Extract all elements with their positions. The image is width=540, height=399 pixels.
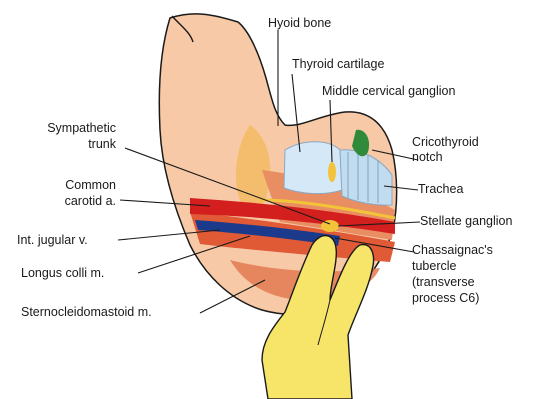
- label-trachea: Trachea: [418, 182, 463, 197]
- label-common-carotid-2: carotid a.: [65, 194, 116, 209]
- label-sternocleidomastoid: Sternocleidomastoid m.: [21, 305, 152, 320]
- label-chassaignac-3: (transverse: [412, 275, 475, 290]
- label-chassaignac-1: Chassaignac's: [412, 243, 493, 258]
- label-cricothyroid-2: notch: [412, 150, 443, 165]
- label-sympathetic-1: Sympathetic: [47, 121, 116, 136]
- label-longus-colli: Longus colli m.: [21, 266, 104, 281]
- label-sympathetic-2: trunk: [88, 137, 116, 152]
- label-hyoid-bone: Hyoid bone: [268, 16, 331, 31]
- label-stellate-ganglion: Stellate ganglion: [420, 214, 512, 229]
- label-thyroid-cartilage: Thyroid cartilage: [292, 57, 384, 72]
- label-chassaignac-4: process C6): [412, 291, 479, 306]
- label-cricothyroid-1: Cricothyroid: [412, 135, 479, 150]
- label-int-jugular: Int. jugular v.: [17, 233, 88, 248]
- label-common-carotid-1: Common: [65, 178, 116, 193]
- label-chassaignac-2: tubercle: [412, 259, 456, 274]
- label-middle-cervical-ganglion: Middle cervical ganglion: [322, 84, 455, 99]
